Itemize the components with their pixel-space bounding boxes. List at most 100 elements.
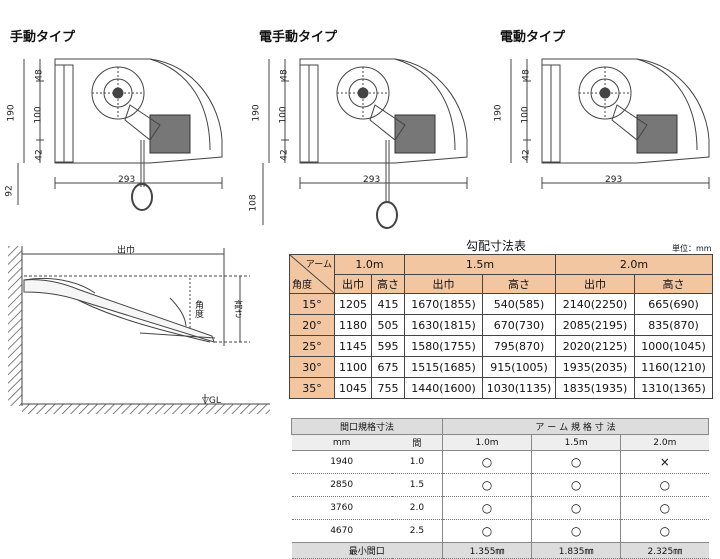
grade-subheader: 出巾 — [334, 273, 372, 294]
grade-table-unit: 単位：mm — [672, 244, 712, 253]
grade-cell: 1835(1935) — [555, 377, 635, 399]
grade-cell: 1030(1135) — [482, 377, 556, 399]
dim-42-manual: 42 — [34, 149, 45, 161]
manual-awning-drawing — [0, 45, 240, 225]
grade-table-title: 勾配寸法表 — [466, 239, 527, 253]
span-subheader: 1.5m — [531, 434, 621, 451]
span-subheader: 1.0m — [441, 434, 532, 451]
dim-48-manual: 48 — [34, 69, 45, 81]
grade-cell: 1580(1755) — [404, 335, 483, 357]
span-mm-cell: 3760 — [291, 496, 392, 520]
grade-table-row: 35° 1045 755 1440(1600) 1030(1135) 1835(… — [289, 377, 713, 399]
span-ken-cell: 1.0 — [391, 450, 443, 474]
grade-subheader: 出巾 — [555, 273, 635, 294]
span-mark-cell: ○ — [441, 519, 532, 543]
dim-100-electric: 100 — [520, 106, 531, 124]
span-mark-cell: ○ — [441, 473, 532, 497]
grade-arm-header: 2.0m — [555, 254, 713, 275]
grade-cell: 915(1005) — [482, 356, 556, 378]
grade-table-corner: アーム 角度 — [289, 254, 335, 294]
side-view-width-label: 出巾 — [117, 246, 136, 256]
dim-293-electric: 293 — [605, 175, 623, 185]
span-mark-cell: ○ — [531, 473, 621, 497]
grade-cell: 1630(1815) — [404, 314, 483, 336]
grade-table-row: 25° 1145 595 1580(1755) 795(870) 2020(21… — [289, 335, 713, 357]
grade-table-row: 30° 1100 675 1515(1685) 915(1005) 1935(2… — [289, 356, 713, 378]
grade-cell: 1160(1210) — [634, 356, 713, 378]
grade-cell: 505 — [371, 314, 405, 336]
grade-cell: 670(730) — [482, 314, 556, 336]
span-mark-cell: ○ — [531, 519, 621, 543]
span-table-row: 2850 1.5 ○ ○ ○ — [291, 473, 709, 497]
side-view-gl-label: ▽GL — [202, 396, 221, 406]
dim-100-manual: 100 — [33, 106, 44, 124]
grade-cell: 1180 — [334, 314, 372, 336]
grade-cell: 540(585) — [482, 293, 556, 315]
grade-cell: 1205 — [334, 293, 372, 315]
side-view-height-label: 高さ — [232, 300, 242, 318]
dim-42-electric-manual: 42 — [279, 149, 290, 161]
span-mm-cell: 2850 — [291, 473, 392, 497]
grade-subheader: 高さ — [634, 273, 713, 294]
grade-cell: 1100 — [334, 356, 372, 378]
span-footer-value: 1.835㎜ — [531, 542, 621, 559]
span-table-row: 3760 2.0 ○ ○ ○ — [291, 496, 709, 520]
dim-92-manual: 92 — [4, 185, 15, 197]
dim-190-manual: 190 — [6, 104, 17, 122]
grade-subheader: 高さ — [371, 273, 405, 294]
grade-arm-header: 1.5m — [404, 254, 556, 275]
drawing-title-electric-manual: 電手動タイプ — [259, 30, 338, 45]
span-mark-cell: ○ — [620, 519, 709, 543]
grade-angle-cell: 25° — [289, 335, 335, 357]
span-footer-value: 2.325㎜ — [620, 542, 709, 559]
grade-cell: 795(870) — [482, 335, 556, 357]
grade-cell: 675 — [371, 356, 405, 378]
grade-cell: 1310(1365) — [634, 377, 713, 399]
grade-arm-header: 1.0m — [334, 254, 405, 275]
span-ken-cell: 2.5 — [391, 519, 443, 543]
dim-190-electric-manual: 190 — [251, 104, 262, 122]
grade-cell: 835(870) — [634, 314, 713, 336]
grade-table-header-row: アーム 角度 1.0m 1.5m 2.0m — [289, 254, 713, 294]
grade-cell: 1000(1045) — [634, 335, 713, 357]
span-header-right: ア ー ム 規 格 寸 法 — [442, 418, 709, 435]
dim-100-electric-manual: 100 — [278, 106, 289, 124]
grade-table-row: 20° 1180 505 1630(1815) 670(730) 2085(21… — [289, 314, 713, 336]
span-table-footer-row: 最小間口 1.355㎜ 1.835㎜ 2.325㎜ — [291, 542, 709, 559]
grade-table-row: 15° 1205 415 1670(1855) 540(585) 2140(22… — [289, 293, 713, 315]
grade-angle-cell: 35° — [289, 377, 335, 399]
span-header-left: 間口規格寸法 — [291, 418, 443, 435]
dim-293-manual: 293 — [118, 175, 136, 185]
span-mm-cell: 1940 — [291, 450, 392, 474]
span-mark-cell: × — [620, 450, 709, 474]
grade-cell: 1045 — [334, 377, 372, 399]
grade-cell: 415 — [371, 293, 405, 315]
span-ken-cell: 1.5 — [391, 473, 443, 497]
grade-cell: 665(690) — [634, 293, 713, 315]
grade-cell: 755 — [371, 377, 405, 399]
grade-table-corner-arm: アーム — [305, 260, 332, 270]
span-mark-cell: ○ — [531, 496, 621, 520]
span-footer-value: 1.355㎜ — [441, 542, 532, 559]
drawing-title-electric: 電動タイプ — [500, 30, 566, 45]
grade-cell: 1515(1685) — [404, 356, 483, 378]
grade-cell: 1145 — [334, 335, 372, 357]
side-view-angle-label: 角度 — [193, 300, 203, 318]
grade-table: アーム 角度 1.0m 1.5m 2.0m 出巾 高さ 出巾 高さ 出巾 高さ … — [289, 254, 713, 399]
span-table-subheader-row: mm 間 1.0m 1.5m 2.0m — [291, 434, 709, 451]
span-mark-cell: ○ — [620, 473, 709, 497]
span-table-header-row: 間口規格寸法 ア ー ム 規 格 寸 法 — [291, 418, 709, 435]
span-footer-label: 最小間口 — [291, 542, 443, 559]
span-ken-cell: 2.0 — [391, 496, 443, 520]
dim-48-electric-manual: 48 — [279, 69, 290, 81]
span-subheader: 2.0m — [620, 434, 709, 451]
grade-subheader: 高さ — [482, 273, 556, 294]
span-mark-cell: ○ — [531, 450, 621, 474]
span-mark-cell: ○ — [441, 496, 532, 520]
grade-angle-cell: 30° — [289, 356, 335, 378]
dim-293-electric-manual: 293 — [363, 175, 381, 185]
span-table-row: 1940 1.0 ○ ○ × — [291, 450, 709, 474]
grade-table-subheader-row: 出巾 高さ 出巾 高さ 出巾 高さ — [290, 273, 713, 294]
drawing-title-manual: 手動タイプ — [10, 30, 76, 45]
dim-108-electric-manual: 108 — [248, 194, 259, 212]
